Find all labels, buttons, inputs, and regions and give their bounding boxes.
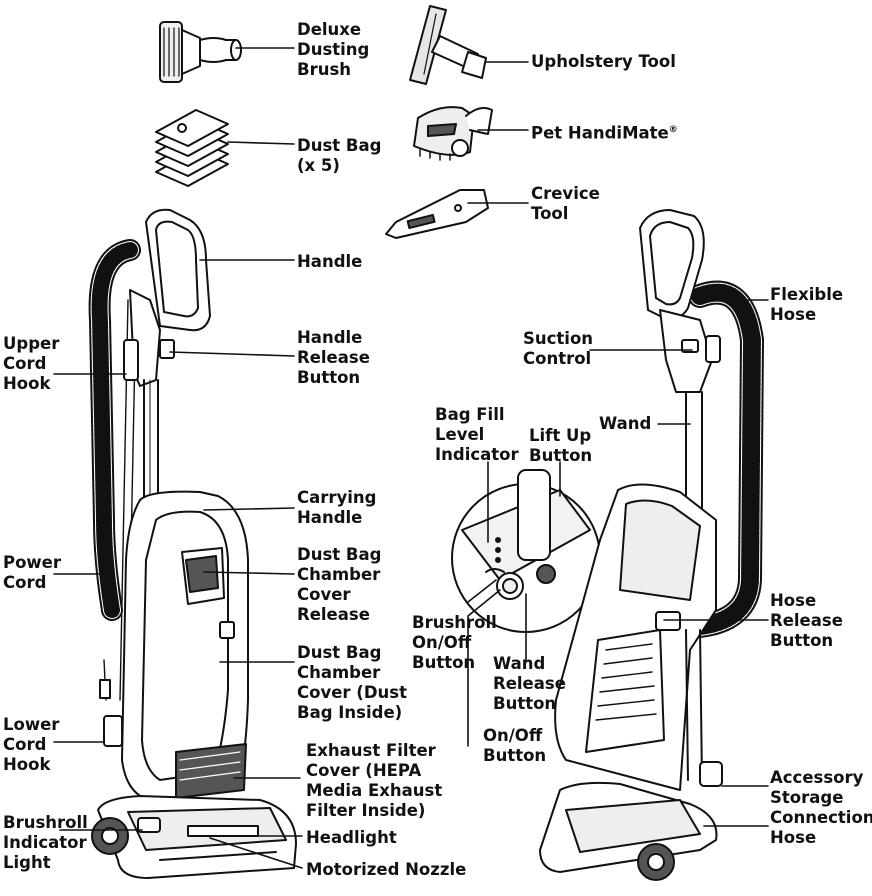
label-handle: Handle [297,252,363,271]
deluxe-dusting-brush-illustration [159,21,242,83]
label-lower-cord-hook: Lower Cord Hook [3,715,60,774]
registered-mark: ® [668,125,678,135]
label-carrying-handle: Carrying Handle [297,488,377,527]
label-pet-handimate-text: Pet HandiMate [531,123,669,143]
label-lift-up-button: Lift Up Button [529,426,593,465]
label-wand-release-button: Wand Release Button [493,654,566,713]
label-bag-fill-level-indicator: Bag Fill Level Indicator [435,405,519,464]
crevice-tool-illustration [385,189,489,239]
label-power-cord: Power Cord [3,553,61,592]
dust-bags-illustration [155,109,229,187]
label-headlight: Headlight [306,828,397,847]
label-dust-bag-chamber-cover: Dust Bag Chamber Cover (Dust Bag Inside) [297,643,407,722]
label-pet-handimate: Pet HandiMate® [531,120,678,144]
label-brushroll-indicator-light: Brushroll Indicator Light [3,813,88,872]
label-on-off-button: On/Off Button [483,726,547,765]
label-accessory-storage-connection-hose: Accessory Storage Connection Hose [770,768,872,847]
pet-handimate-illustration [413,106,493,161]
label-suction-control: Suction Control [523,329,594,368]
label-motorized-nozzle: Motorized Nozzle [306,860,467,879]
label-upper-cord-hook: Upper Cord Hook [3,334,60,393]
label-handle-release-button: Handle Release Button [297,328,370,387]
label-flexible-hose: Flexible Hose [770,285,844,324]
label-upholstery-tool: Upholstery Tool [531,52,676,71]
leader-lines [53,47,769,869]
label-brushroll-on-off-button: Brushroll On/Off Button [412,613,497,672]
label-hose-release-button: Hose Release Button [770,591,843,650]
label-crevice-tool: Crevice Tool [531,184,600,223]
label-exhaust-filter-cover: Exhaust Filter Cover (HEPA Media Exhaust… [306,741,443,820]
upholstery-tool-illustration [409,5,487,85]
right-vacuum-illustration [539,209,764,881]
left-vacuum-illustration [88,208,297,879]
label-dust-bag-chamber-cover-release: Dust Bag Chamber Cover Release [297,545,382,624]
label-dust-bag: Dust Bag (x 5) [297,136,382,175]
label-wand: Wand [599,414,652,433]
label-deluxe-dusting-brush: Deluxe Dusting Brush [297,20,370,79]
